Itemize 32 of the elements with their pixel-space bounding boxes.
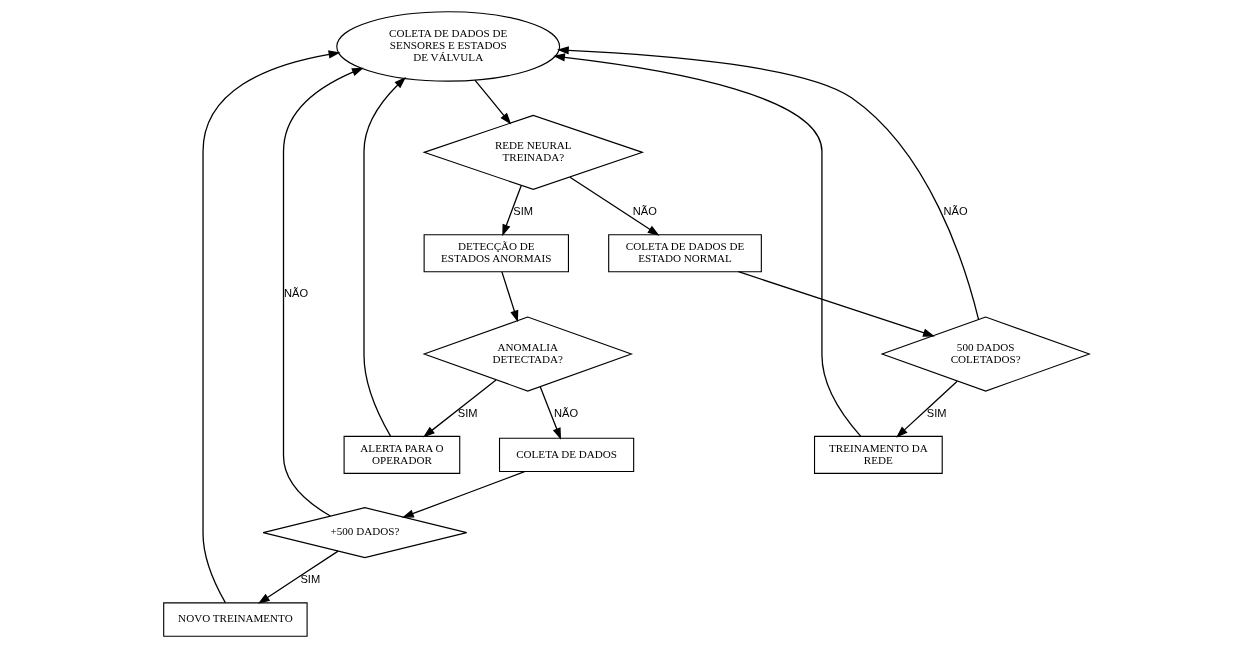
arrow bbox=[737, 271, 935, 337]
arrow bbox=[473, 79, 511, 125]
edge-label: NÃO bbox=[943, 204, 968, 217]
arrow bbox=[568, 176, 660, 236]
arrow bbox=[282, 67, 364, 517]
arrow bbox=[257, 550, 339, 604]
node-diamond: ANOMALIA DETECTADA? bbox=[421, 316, 633, 392]
arrow bbox=[401, 470, 525, 518]
edge-label: SIM bbox=[299, 573, 320, 586]
arrow bbox=[895, 380, 958, 438]
node-diamond: 500 DADOS COLETADOS? bbox=[879, 316, 1091, 392]
arrow bbox=[501, 184, 522, 237]
edge-label: NÃO bbox=[553, 406, 578, 419]
node-box: COLETA DE DADOS DE ESTADO NORMAL bbox=[607, 234, 762, 273]
edge-label: SIM bbox=[926, 406, 947, 419]
node-box: DETECÇÃO DE ESTADOS ANORMAIS bbox=[423, 234, 569, 273]
node-box: COLETA DE DADOS bbox=[498, 437, 634, 473]
edge-label: NÃO bbox=[632, 204, 657, 217]
edge-label: SIM bbox=[512, 204, 533, 217]
node-box: TREINAMENTO DA REDE bbox=[813, 435, 943, 474]
node-box: NOVO TREINAMENTO bbox=[162, 602, 308, 637]
node-box: ALERTA PARA O OPERADOR bbox=[343, 435, 460, 474]
arrow bbox=[500, 271, 518, 323]
arrow bbox=[539, 386, 561, 440]
arrow bbox=[556, 46, 979, 321]
arrow bbox=[422, 379, 497, 438]
arrow bbox=[552, 53, 861, 437]
node-ellipse: COLETA DE DADOS DE SENSORES E ESTADOS DE VÁLVULA bbox=[335, 11, 560, 82]
edge-label: SIM bbox=[457, 406, 477, 419]
arrow bbox=[362, 77, 406, 437]
arrow bbox=[201, 50, 340, 604]
edge-label: NÃO bbox=[283, 287, 308, 300]
